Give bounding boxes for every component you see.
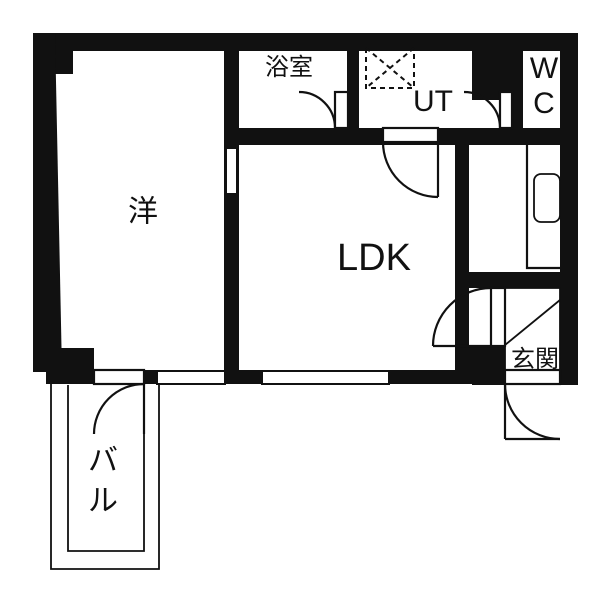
utility-door[interactable] (381, 126, 440, 199)
structural-walls (33, 33, 578, 385)
room-label-balcony: バ ル (88, 444, 118, 519)
windows (156, 147, 390, 385)
kitchen-counter (525, 145, 560, 270)
wall-partition-room-ldk (224, 51, 239, 384)
fixtures (365, 47, 561, 223)
wall-entrance-top (455, 272, 578, 288)
room-label-ldk: LDK (337, 237, 411, 279)
window-south-left (156, 370, 226, 385)
window-south-center (261, 370, 390, 385)
bathroom-door[interactable] (298, 90, 350, 130)
wall-top (33, 33, 578, 51)
room-label-bathroom: 浴室 (265, 53, 313, 81)
entrance-inner-door[interactable] (431, 286, 507, 348)
room-label-toilet-w: W (530, 52, 559, 85)
balcony-outline (50, 383, 160, 570)
interior-opening-west (225, 147, 238, 195)
wall-ut-wc (512, 33, 523, 128)
wall-left-slanted (33, 33, 62, 372)
room-label-balcony-char-1: バ (88, 444, 118, 479)
room-label-toilet: W C (530, 52, 559, 120)
front-door[interactable] (503, 368, 562, 441)
wall-entrance-right (560, 272, 578, 385)
wall-bath-ut (347, 33, 359, 128)
room-labels: 洋 LDK 浴室 UT W C 玄関 バ ル (88, 52, 559, 519)
wall-ldk-right-upper (455, 145, 469, 285)
interior-thin-lines (504, 145, 561, 371)
entrance-step-line (504, 299, 561, 346)
washing-machine-pan-icon (365, 47, 415, 89)
room-label-utility: UT (413, 85, 453, 118)
wall-wc-tick (507, 47, 511, 69)
room-label-entrance: 玄関 (511, 345, 559, 373)
doors (92, 90, 562, 441)
kitchen-sink-icon (533, 173, 561, 223)
room-label-toilet-c: C (533, 87, 555, 120)
toilet-door[interactable] (463, 90, 514, 130)
wall-ut-nib (455, 33, 512, 100)
wall-entrance-jamb (455, 345, 505, 384)
room-label-balcony-char-2: ル (88, 484, 118, 519)
room-label-western-room: 洋 (128, 195, 158, 230)
balcony-door[interactable] (92, 368, 146, 435)
